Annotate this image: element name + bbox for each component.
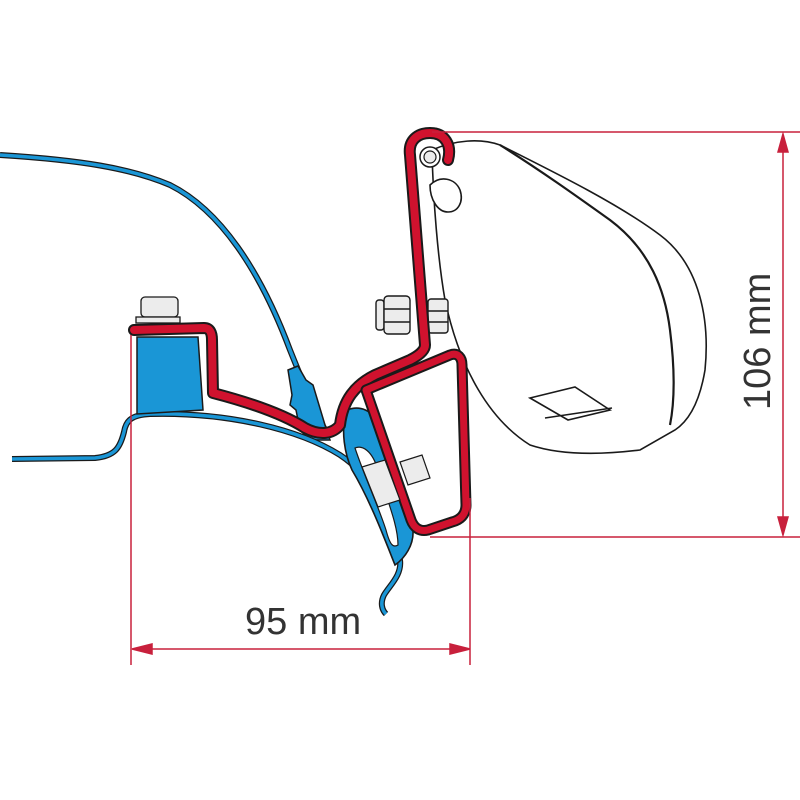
- width-dimension-label: 95 mm: [245, 601, 361, 643]
- awning-housing: [429, 140, 707, 455]
- mounting-bracket: [128, 127, 472, 536]
- dimension-lines: [130, 131, 800, 665]
- lower-nut: [361, 454, 431, 508]
- left-bolt: [135, 296, 181, 324]
- upper-bolt: [375, 295, 449, 335]
- height-dimension-label: 106 mm: [737, 273, 779, 410]
